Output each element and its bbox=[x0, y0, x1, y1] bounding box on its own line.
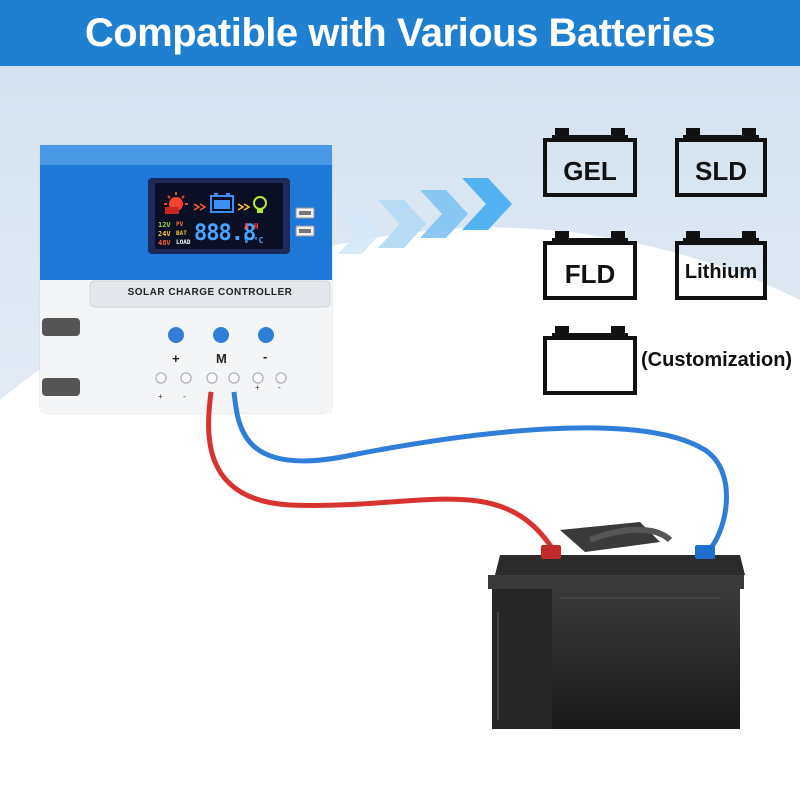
battery-type-lithium: Lithium bbox=[684, 261, 758, 283]
lcd-status-bat: BAT bbox=[176, 230, 187, 237]
battery-icon bbox=[210, 193, 234, 213]
svg-text:+: + bbox=[158, 392, 163, 401]
battery-outline-icon bbox=[543, 326, 637, 395]
plus-button-label: + bbox=[172, 351, 180, 366]
controller-panel-label: SOLAR CHARGE CONTROLLER bbox=[127, 287, 293, 298]
lcd-units-top: A H bbox=[244, 222, 259, 231]
lcd-status-pv: PV bbox=[176, 221, 184, 228]
terminal-block bbox=[155, 372, 287, 384]
battery-type-sld: SLD bbox=[695, 156, 747, 186]
negative-cable bbox=[231, 391, 729, 554]
mode-button-label: M bbox=[216, 351, 227, 366]
battery-type-fld: FLD bbox=[564, 259, 616, 289]
chevron-arrow-icon bbox=[237, 203, 251, 211]
lcd-voltage-12v: 12V bbox=[158, 221, 171, 229]
negative-terminal bbox=[695, 545, 715, 559]
lcd-units-bottom: V °C bbox=[244, 236, 264, 245]
battery-type-gel: GEL bbox=[563, 156, 617, 186]
charge-controller: + - + - + - bbox=[39, 144, 333, 414]
title-banner: Compatible with Various Batteries bbox=[0, 0, 800, 66]
sun-icon bbox=[164, 192, 188, 214]
plus-button bbox=[168, 327, 184, 343]
minus-button-label: - bbox=[263, 349, 268, 364]
svg-text:+: + bbox=[255, 383, 260, 392]
positive-terminal bbox=[541, 545, 561, 559]
car-battery bbox=[488, 522, 745, 729]
lcd-digits: 888.8 bbox=[194, 221, 256, 246]
battery-outline-icon bbox=[675, 128, 767, 197]
lcd-voltage-48v: 48V bbox=[158, 239, 171, 247]
chevron-arrow-icon bbox=[193, 203, 207, 211]
customization-label: (Customization) bbox=[641, 349, 793, 371]
battery-outline-icon bbox=[675, 231, 767, 300]
banner-title: Compatible with Various Batteries bbox=[84, 10, 716, 55]
mode-button bbox=[213, 327, 229, 343]
battery-outline-icon bbox=[543, 128, 637, 197]
lcd-status-load: LOAD bbox=[176, 239, 191, 246]
battery-outline-icon bbox=[543, 231, 637, 300]
lcd-voltage-24v: 24V bbox=[158, 230, 171, 238]
minus-button bbox=[258, 327, 274, 343]
bulb-icon bbox=[253, 196, 267, 213]
svg-text:-: - bbox=[278, 383, 281, 392]
usb-port-icon bbox=[295, 207, 315, 237]
svg-text:-: - bbox=[183, 392, 186, 401]
chevron-arrow-icon bbox=[338, 178, 512, 254]
positive-cable bbox=[206, 391, 555, 550]
